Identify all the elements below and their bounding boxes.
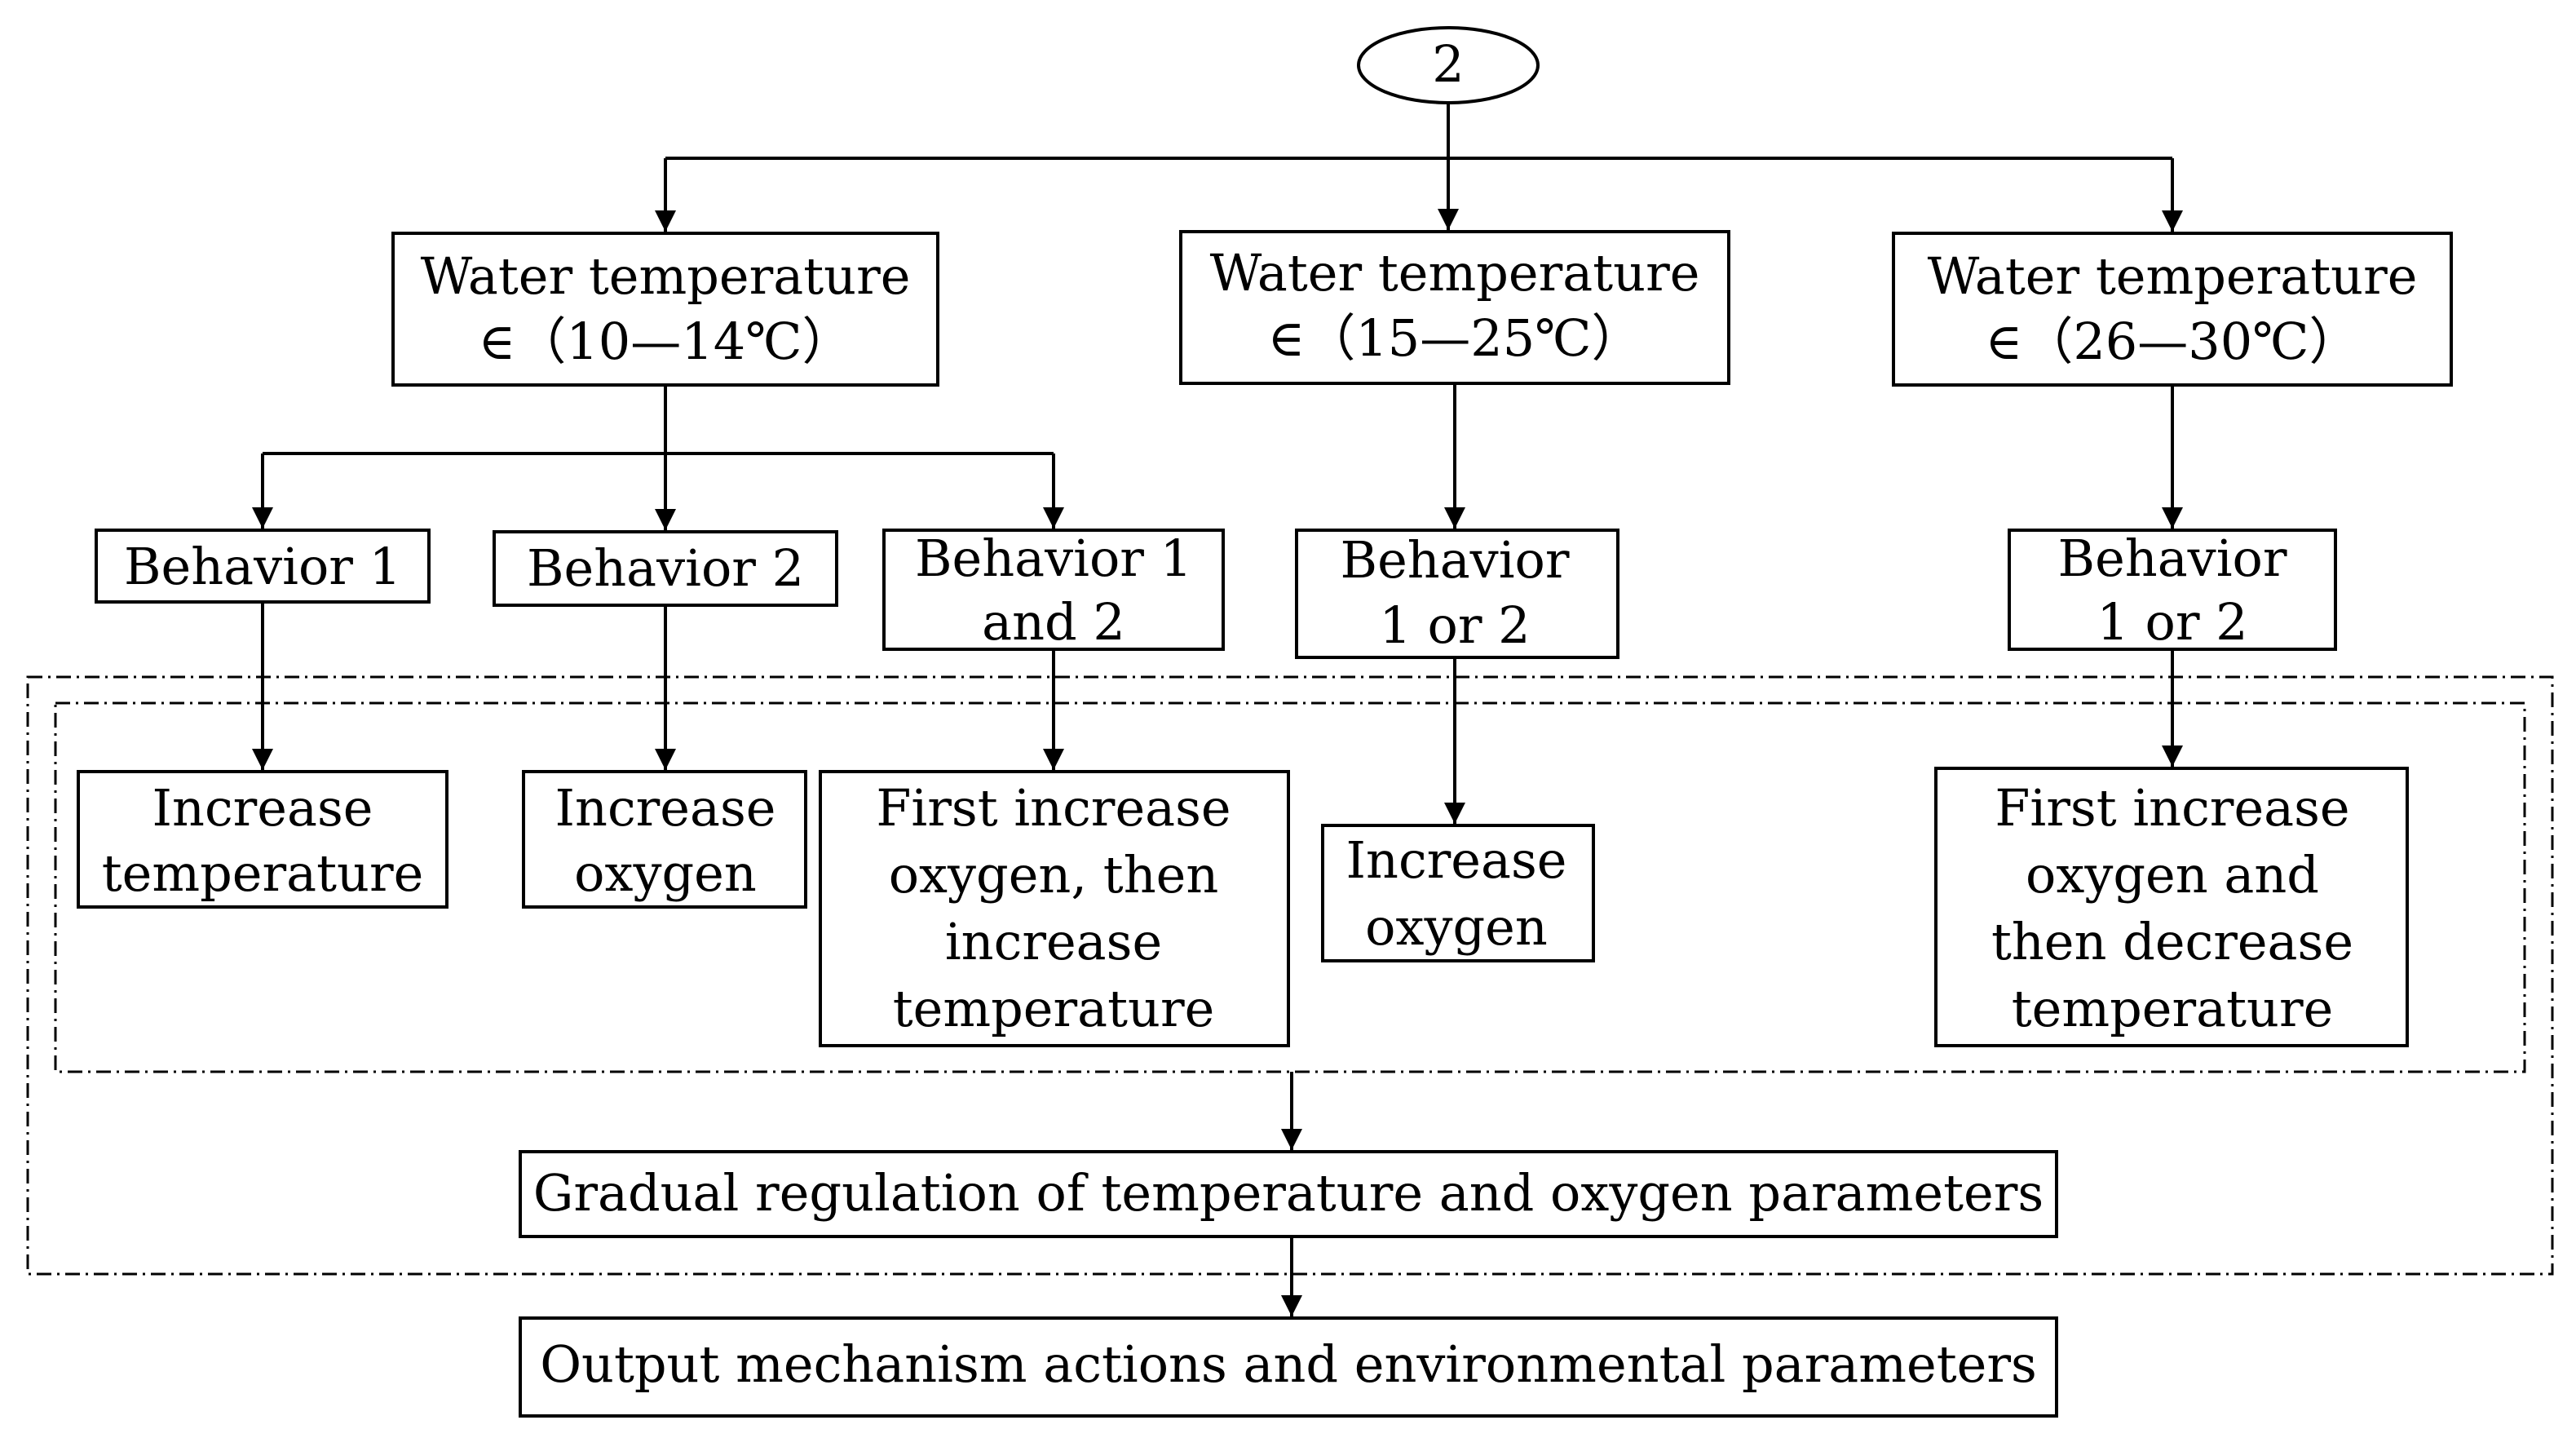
regulation-box: Gradual regulation of temperature and ox…	[519, 1150, 2058, 1238]
behavior-label: Behavior 1	[915, 529, 1192, 588]
inner-dashdot-frame	[54, 701, 2526, 1073]
start-node: 2	[1357, 26, 1540, 104]
action-label: oxygen	[574, 843, 757, 903]
temperature-range-title: Water temperature	[1210, 243, 1700, 303]
behavior-box-3: Behavior 1 and 2	[882, 529, 1225, 652]
action-box-3: First increase oxygen, then increase tem…	[819, 770, 1290, 1047]
behavior-box-5: Behavior 1 or 2	[2008, 529, 2337, 652]
connectors	[252, 103, 2183, 1316]
behavior-label: Behavior 2	[527, 538, 804, 598]
temperature-range-title: Water temperature	[1928, 246, 2418, 306]
action-label: oxygen and	[2026, 845, 2319, 905]
output-box: Output mechanism actions and environment…	[519, 1316, 2058, 1418]
behavior-label: 1 or 2	[2097, 592, 2247, 652]
behavior-label: Behavior 1	[124, 537, 401, 596]
behavior-box-2: Behavior 2	[493, 530, 838, 607]
behavior-box-4: Behavior 1 or 2	[1295, 529, 1619, 659]
action-box-2: Increase oxygen	[522, 770, 807, 909]
outer-dashdot-frame	[26, 675, 2554, 1276]
output-label: Output mechanism actions and environment…	[540, 1334, 2037, 1394]
start-node-label: 2	[1432, 34, 1464, 94]
action-label: oxygen, then	[889, 845, 1219, 905]
behavior-label: and 2	[982, 592, 1125, 652]
temperature-range-box-2: Water temperature ∈（15—25℃）	[1179, 230, 1730, 385]
action-box-5: First increase oxygen and then decrease …	[1934, 767, 2409, 1047]
action-label: First increase	[876, 778, 1231, 838]
action-box-1: Increase temperature	[77, 770, 448, 909]
action-label: temperature	[102, 843, 424, 903]
temperature-range-box-3: Water temperature ∈（26—30℃）	[1892, 232, 2453, 387]
action-label: temperature	[893, 979, 1215, 1038]
behavior-box-1: Behavior 1	[95, 529, 431, 604]
temperature-range-value: ∈（15—25℃）	[1267, 308, 1641, 368]
action-label: oxygen	[1365, 897, 1548, 957]
temperature-range-box-1: Water temperature ∈（10—14℃）	[391, 232, 939, 387]
temperature-range-title: Water temperature	[421, 246, 911, 306]
temperature-range-value: ∈（26—30℃）	[1985, 312, 2359, 371]
behavior-label: Behavior	[2058, 529, 2287, 588]
action-label: then decrease	[1991, 912, 2353, 971]
action-label: First increase	[1995, 778, 2349, 838]
action-label: Increase	[152, 778, 373, 838]
action-box-4: Increase oxygen	[1321, 824, 1595, 962]
action-label: Increase	[555, 778, 776, 838]
action-label: Increase	[1346, 830, 1567, 890]
action-label: temperature	[2012, 979, 2334, 1038]
behavior-label: Behavior	[1341, 530, 1570, 590]
action-label: increase	[945, 912, 1162, 971]
temperature-range-value: ∈（10—14℃）	[478, 312, 852, 371]
behavior-label: 1 or 2	[1379, 595, 1530, 655]
regulation-label: Gradual regulation of temperature and ox…	[533, 1163, 2044, 1223]
